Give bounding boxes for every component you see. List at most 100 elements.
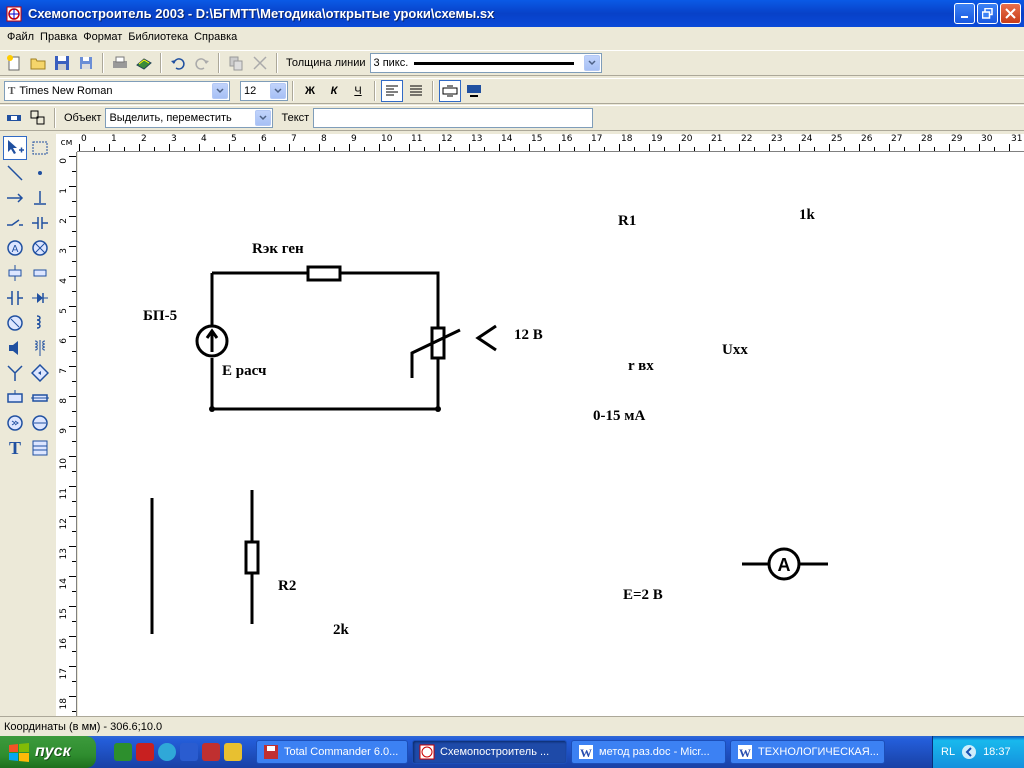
chevron-down-icon[interactable]	[212, 83, 228, 99]
label-2k[interactable]: 2k	[333, 622, 349, 638]
label-bp5[interactable]: БП-5	[143, 308, 178, 324]
chevron-down-icon[interactable]	[583, 55, 600, 71]
save-as-button[interactable]	[75, 52, 97, 74]
language-indicator[interactable]: RL	[941, 746, 956, 758]
new-file-button[interactable]	[3, 52, 25, 74]
label-r-ek-gen[interactable]: Rэк ген	[252, 241, 304, 257]
label-12v[interactable]: 12 В	[514, 327, 543, 343]
text-input[interactable]	[313, 108, 594, 128]
separator	[374, 81, 376, 101]
save-button[interactable]	[51, 52, 73, 74]
resistor-v-tool[interactable]	[3, 261, 27, 285]
menu-edit[interactable]: Правка	[40, 31, 78, 43]
ruler-label: 10	[59, 458, 69, 470]
capacitor-tool[interactable]	[28, 211, 52, 235]
lamp-tool[interactable]	[28, 236, 52, 260]
object-mode-select[interactable]: Выделить, переместить	[105, 108, 274, 128]
ammeter-tool[interactable]: A	[3, 236, 27, 260]
ruler-label: 12	[59, 518, 69, 530]
label-1k[interactable]: 1k	[799, 207, 815, 223]
diode-tool[interactable]	[28, 286, 52, 310]
task-tech-doc[interactable]: W ТЕХНОЛОГИЧЕСКАЯ...	[730, 740, 885, 764]
rect-select-tool[interactable]	[28, 136, 52, 160]
ammeter[interactable]	[767, 547, 801, 581]
drawing-canvas[interactable]: A Rэк ген БП-5 E расч 12 В R1 1k Uxx r в…	[78, 152, 1024, 716]
motor-tool[interactable]	[3, 311, 27, 335]
table-tool[interactable]	[28, 436, 52, 460]
text-tool[interactable]: T	[3, 436, 27, 460]
bridge-tool[interactable]	[28, 361, 52, 385]
task-total-commander[interactable]: Total Commander 6.0...	[256, 740, 408, 764]
pencil-icon[interactable]	[224, 743, 242, 761]
open-file-button[interactable]	[27, 52, 49, 74]
speaker-tool[interactable]	[3, 336, 27, 360]
marquee-icon	[32, 141, 48, 155]
menu-file[interactable]: Файл	[7, 31, 35, 43]
align-left-button[interactable]	[381, 80, 403, 102]
meter-tool[interactable]	[28, 411, 52, 435]
task-schema-builder[interactable]: Схемопостроитель ...	[412, 740, 567, 764]
antenna-tool[interactable]	[3, 361, 27, 385]
chevron-left-icon[interactable]	[961, 744, 977, 760]
resistor-rek-gen[interactable]	[306, 265, 342, 282]
restore-button[interactable]	[977, 3, 998, 24]
chevron-down-icon[interactable]	[270, 83, 286, 99]
undo-button[interactable]	[167, 52, 189, 74]
arrow-tool[interactable]	[3, 186, 27, 210]
ammeter-icon: A	[7, 240, 23, 256]
fuse-tool[interactable]	[28, 386, 52, 410]
menu-help[interactable]: Справка	[194, 31, 238, 43]
bold-button[interactable]: Ж	[305, 85, 315, 97]
ground-tool[interactable]	[28, 186, 52, 210]
label-uxx[interactable]: Uxx	[722, 342, 748, 358]
point-tool[interactable]	[28, 161, 52, 185]
label-e2v[interactable]: E=2 В	[623, 587, 663, 603]
label-ma[interactable]: 0-15 мА	[593, 408, 646, 424]
copy-button[interactable]	[225, 52, 247, 74]
text-frame-button[interactable]	[439, 80, 461, 102]
select-tool[interactable]	[3, 136, 27, 160]
gen-tool[interactable]	[3, 411, 27, 435]
resistor-h-tool[interactable]	[28, 261, 52, 285]
close-button[interactable]	[1000, 3, 1021, 24]
desktop-icon[interactable]	[114, 743, 132, 761]
task-word-doc[interactable]: W метод раз.doc - Micr...	[571, 740, 726, 764]
acrobat-icon[interactable]	[136, 743, 154, 761]
label-r1[interactable]: R1	[618, 213, 637, 229]
line-width-select[interactable]: 3 пикс.	[369, 53, 602, 73]
text-center-button[interactable]	[463, 80, 485, 102]
browser-icon[interactable]	[158, 743, 176, 761]
app-icon-red[interactable]	[202, 743, 220, 761]
menu-format[interactable]: Формат	[83, 31, 123, 43]
minimize-button[interactable]	[954, 3, 975, 24]
align-justify-button[interactable]	[405, 80, 427, 102]
delete-button[interactable]	[249, 52, 271, 74]
label-r2[interactable]: R2	[278, 578, 297, 594]
ruler-minor-tick	[72, 501, 76, 502]
ruler-label: 17	[591, 134, 603, 144]
object-tool-button-2[interactable]	[27, 107, 49, 129]
line-tool[interactable]	[3, 161, 27, 185]
object-tool-button-1[interactable]	[3, 107, 25, 129]
font-select[interactable]: T Times New Roman	[4, 81, 230, 101]
italic-button[interactable]: К	[330, 85, 338, 97]
font-size-select[interactable]: 12	[240, 81, 288, 101]
library-button[interactable]	[133, 52, 155, 74]
resistor-r2[interactable]	[244, 540, 260, 575]
ie-icon[interactable]	[180, 743, 198, 761]
chevron-down-icon[interactable]	[255, 110, 272, 126]
element-tool[interactable]	[3, 386, 27, 410]
print-button[interactable]	[109, 52, 131, 74]
transformer-tool[interactable]	[28, 336, 52, 360]
menu-library[interactable]: Библиотека	[128, 31, 189, 43]
svg-text:W: W	[580, 746, 592, 760]
label-r-vx[interactable]: r вх	[628, 358, 654, 374]
cap-v-tool[interactable]	[3, 286, 27, 310]
label-e-rasch[interactable]: E расч	[222, 363, 267, 379]
switch-tool[interactable]	[3, 211, 27, 235]
ruler-label: 24	[801, 134, 813, 144]
underline-button[interactable]: Ч	[354, 85, 362, 97]
redo-button[interactable]	[191, 52, 213, 74]
start-button[interactable]: пуск	[0, 736, 96, 768]
inductor-tool[interactable]	[28, 311, 52, 335]
